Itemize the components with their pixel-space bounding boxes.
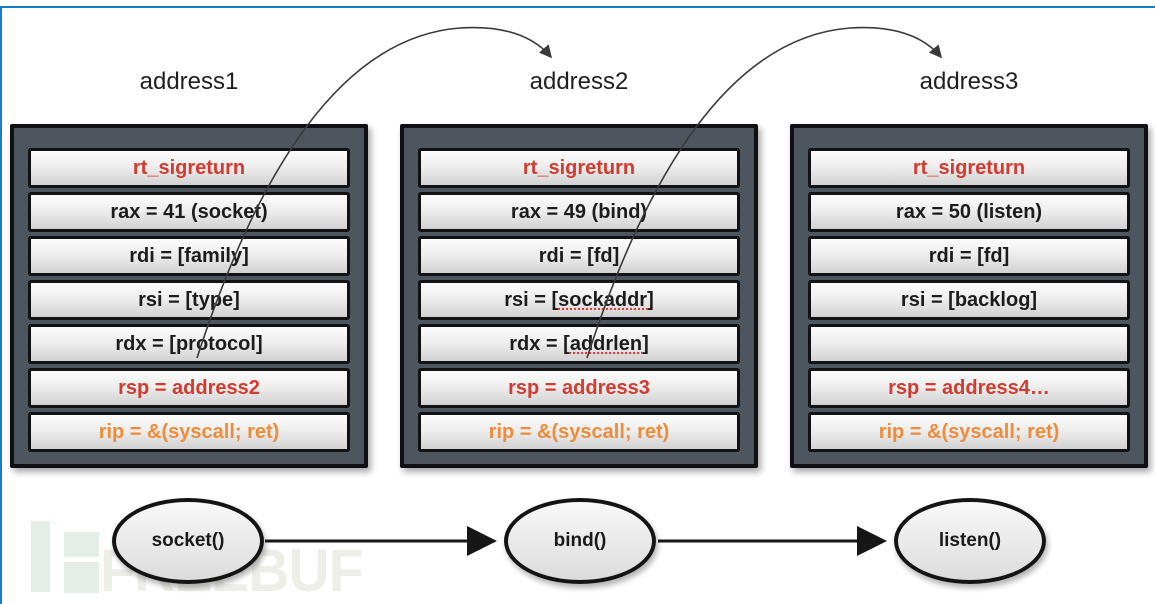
stack-cell: rdi = [fd] — [418, 236, 740, 276]
stack-cell: rax = 50 (listen) — [808, 192, 1130, 232]
cell-text: rdx = [ — [509, 332, 570, 355]
stack-cell: rdi = [fd] — [808, 236, 1130, 276]
node-label: socket() — [151, 530, 225, 551]
cell-text: rsi = [backlog] — [900, 288, 1038, 311]
stack-cell: rip = &(syscall; ret) — [28, 412, 350, 452]
stack-cell: rt_sigreturn — [28, 148, 350, 188]
stack-cell: rdi = [family] — [28, 236, 350, 276]
stack-cell: rdx = [addrlen] — [418, 324, 740, 364]
stack-cell: rsi = [type] — [28, 280, 350, 320]
cell-text: rt_sigreturn — [132, 156, 246, 179]
stack-cell: rip = &(syscall; ret) — [808, 412, 1130, 452]
freebuf-logo-bar-top — [64, 532, 99, 557]
cell-text: rip = &(syscall; ret) — [98, 420, 280, 443]
cell-text: rsi = [ — [504, 288, 559, 311]
cell-text: rax = 50 (listen) — [895, 200, 1043, 223]
stack-cell — [808, 324, 1130, 364]
cell-text: rdi = [fd] — [928, 244, 1010, 267]
syscall-node-listen: listen() — [894, 498, 1046, 584]
cell-text: rax = 49 (bind) — [510, 200, 648, 223]
frame-title-address1: address1 — [139, 68, 239, 95]
cell-text: ] — [642, 332, 649, 355]
node-label: bind() — [553, 530, 607, 551]
top-border-line — [0, 6, 1155, 8]
left-border-line — [0, 6, 2, 604]
node-label: listen() — [938, 530, 1002, 551]
cell-text: rip = &(syscall; ret) — [878, 420, 1060, 443]
frame-title-address3: address3 — [919, 68, 1019, 95]
cell-text: rdi = [fd] — [538, 244, 620, 267]
stack-cell: rsp = address3 — [418, 368, 740, 408]
cell-text: rdi = [family] — [129, 244, 249, 267]
misspelling-underlined-text: sockaddr — [558, 288, 648, 311]
cell-text: ] — [647, 288, 654, 311]
cell-text: rax = 41 (socket) — [110, 200, 268, 223]
cell-text: rt_sigreturn — [522, 156, 636, 179]
stack-cell: rax = 41 (socket) — [28, 192, 350, 232]
stack-cell: rip = &(syscall; ret) — [418, 412, 740, 452]
freebuf-logo-bar-bottom — [64, 562, 99, 593]
cell-text: rsp = address4… — [888, 376, 1050, 399]
cell-text: rsi = [type] — [138, 288, 240, 311]
cell-text: rip = &(syscall; ret) — [488, 420, 670, 443]
stack-cell: rsp = address4… — [808, 368, 1130, 408]
stack-cell: rax = 49 (bind) — [418, 192, 740, 232]
misspelling-underlined-text: addrlen — [569, 332, 643, 355]
cell-text: rsp = address3 — [508, 376, 650, 399]
cell-text: rt_sigreturn — [912, 156, 1026, 179]
frame-title-address2: address2 — [529, 68, 629, 95]
stack-cell: rsi = [backlog] — [808, 280, 1130, 320]
stack-cell: rsp = address2 — [28, 368, 350, 408]
stack-cell: rsi = [sockaddr] — [418, 280, 740, 320]
freebuf-logo-bar-tall — [31, 521, 50, 592]
stack-cell: rt_sigreturn — [418, 148, 740, 188]
cell-text: rdx = [protocol] — [115, 332, 263, 355]
syscall-node-bind: bind() — [504, 498, 656, 584]
stack-cell: rt_sigreturn — [808, 148, 1130, 188]
cell-text: rsp = address2 — [118, 376, 260, 399]
stack-cell: rdx = [protocol] — [28, 324, 350, 364]
syscall-node-socket: socket() — [112, 498, 264, 584]
